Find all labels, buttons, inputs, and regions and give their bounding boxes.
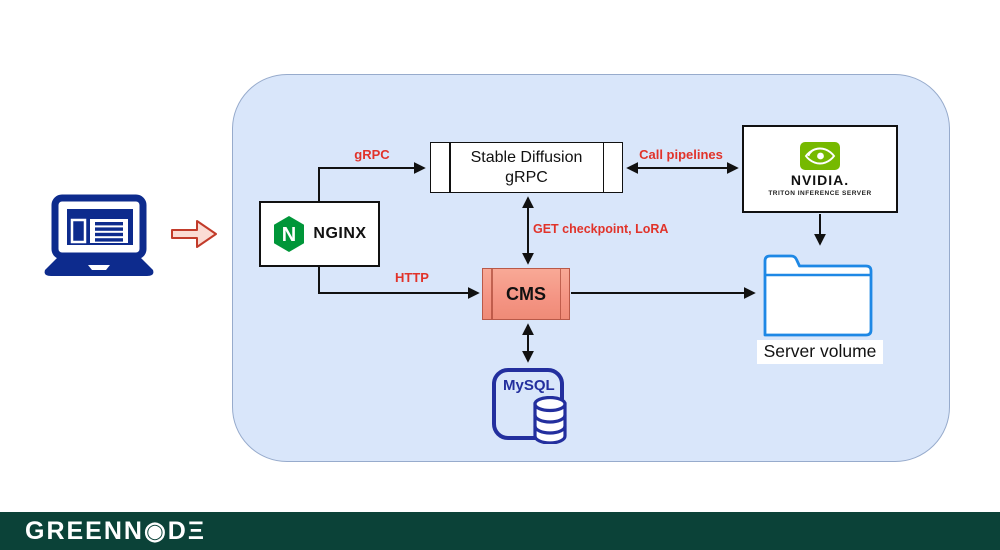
node-cms: CMS xyxy=(482,268,570,320)
client-flow-arrow-icon xyxy=(171,220,217,248)
database-cylinder-icon xyxy=(533,396,567,444)
sd-label-line1: Stable Diffusion xyxy=(470,148,583,166)
cms-side-rule-right xyxy=(559,269,561,319)
nginx-label: NGINX xyxy=(313,225,367,242)
node-stable-diffusion-grpc: Stable Diffusion gRPC xyxy=(430,142,623,193)
laptop-icon xyxy=(44,194,154,276)
nginx-logo-icon: N xyxy=(274,216,305,252)
node-mysql: MySQL xyxy=(492,368,567,444)
cms-label: CMS xyxy=(506,283,546,304)
sd-side-rule-left xyxy=(449,143,451,192)
cms-side-rule-left xyxy=(491,269,493,319)
sd-label-line2: gRPC xyxy=(505,168,548,186)
svg-text:N: N xyxy=(282,224,296,246)
edge-label-call-pipelines: Call pipelines xyxy=(639,147,723,162)
nvidia-brand-label: NVIDIA. xyxy=(790,171,850,188)
footer-bar: GREENN◉DΞ xyxy=(0,512,1000,550)
edge-label-grpc: gRPC xyxy=(354,147,390,162)
sd-side-rule-right xyxy=(602,143,604,192)
folder-icon xyxy=(763,254,873,337)
edge-label-http: HTTP xyxy=(395,270,429,285)
nvidia-eye-icon xyxy=(800,141,840,170)
node-nginx: N NGINX xyxy=(259,201,380,267)
server-volume-label: Server volume xyxy=(757,340,883,364)
greennode-logo: GREENN◉DΞ xyxy=(25,517,206,545)
nvidia-subtitle-label: TRITON INFERENCE SERVER xyxy=(768,189,872,197)
edge-label-get-checkpoint-lora: GET checkpoint, LoRA xyxy=(533,222,669,236)
node-nvidia-triton: NVIDIA. TRITON INFERENCE SERVER xyxy=(742,125,898,213)
mysql-label: MySQL xyxy=(503,377,555,394)
